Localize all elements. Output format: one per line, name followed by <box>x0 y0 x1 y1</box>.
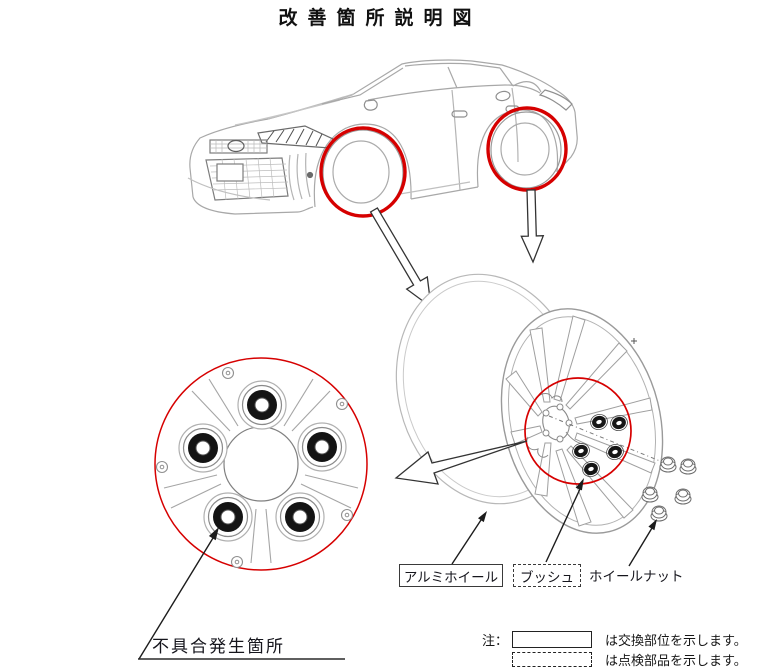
page-title: 改善箇所説明図 <box>278 8 482 29</box>
legend-row-inspect: は点検部品を示します。 <box>512 649 747 669</box>
legend-note: 注： は交換部位を示します。 は点検部品を示します。 <box>482 629 747 669</box>
legend-prefix: 注： <box>482 632 509 648</box>
legend-replace-text: は交換部位を示します。 <box>605 632 747 648</box>
legend-row-replace: 注： は交換部位を示します。 <box>482 629 747 649</box>
hub-highlight-circle <box>524 377 632 485</box>
legend-inspect-text: は点検部品を示します。 <box>605 652 747 668</box>
label-bush-text: ブッシュ <box>520 569 574 585</box>
label-wheel-nut-text: ホイールナット <box>589 569 684 584</box>
nut-alignment-dashline <box>548 415 661 462</box>
label-wheel-nut: ホイールナット <box>589 566 684 584</box>
detail-view <box>154 357 368 571</box>
wheel-illustration <box>395 273 664 534</box>
defect-leader-arrow <box>138 527 345 660</box>
rear-wheel-highlight-circle <box>486 106 568 192</box>
magnifier-arrow <box>394 440 528 485</box>
label-aluminum-wheel: アルミホイール <box>399 564 503 587</box>
arrow-rear-wheel-to-wheel <box>520 189 545 264</box>
label-leader-arrows <box>451 478 657 567</box>
car-illustration <box>187 59 578 217</box>
label-aluminum-wheel-text: アルミホイール <box>403 569 499 585</box>
arrow-front-wheel-to-wheel <box>369 207 432 309</box>
label-bush: ブッシュ <box>513 564 581 587</box>
legend-solid-box <box>512 630 592 648</box>
label-defect-location: 不具合発生箇所 <box>152 637 285 656</box>
legend-dashed-box <box>512 651 592 667</box>
front-wheel-highlight-circle <box>319 126 407 218</box>
